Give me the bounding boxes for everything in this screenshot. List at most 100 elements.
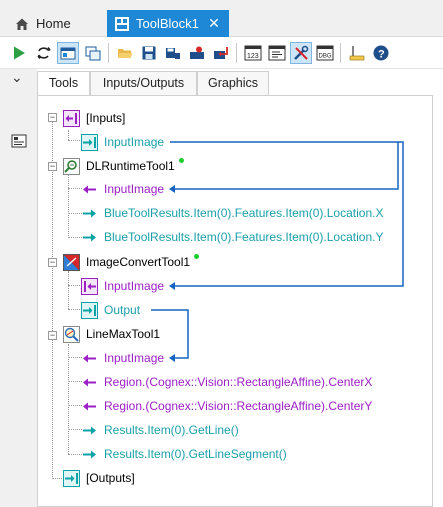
return-icon (214, 47, 228, 59)
toolbar-separator (236, 43, 237, 63)
lm-center-y-row[interactable]: Region.(Cognex::Vision::RectangleAffine)… (81, 397, 372, 415)
dl-inputimage-label: InputImage (104, 182, 165, 196)
results-window-icon (85, 46, 101, 61)
lm-getlinesegment-row[interactable]: Results.Item(0).GetLineSegment() (81, 445, 287, 463)
dl-output-x-row[interactable]: BlueToolResults.Item(0).Features.Item(0)… (81, 204, 383, 222)
inputs-inputimage-row[interactable]: InputImage (81, 133, 164, 151)
tool-properties-button[interactable] (290, 42, 312, 64)
toolbar-separator (108, 43, 109, 63)
measure-button[interactable] (346, 42, 368, 64)
toolbar: 123 DBG ? (0, 37, 443, 69)
imageconvert-tool-label: ImageConvertTool1 (86, 255, 191, 269)
ic-inputimage-row[interactable]: InputImage (81, 277, 164, 295)
ic-inputimage-label: InputImage (104, 279, 165, 293)
folder-open-icon (118, 49, 133, 58)
ic-output-label: Output (104, 303, 141, 317)
inputs-terminal-icon (63, 109, 80, 127)
input-terminal-icon (81, 277, 98, 295)
tool-tree: − − − − [Inputs] InputImage DLRuntimeToo… (37, 95, 433, 507)
tree-guide (68, 237, 82, 238)
script-button[interactable] (266, 42, 288, 64)
ic-output-row[interactable]: Output (81, 301, 140, 319)
dl-inputimage-row[interactable]: InputImage (81, 180, 164, 198)
tree-guide (68, 140, 82, 141)
document-tab-strip: Home ToolBlock1 ✕ (0, 0, 443, 37)
show-results-button[interactable] (82, 42, 104, 64)
terminal-links (151, 141, 404, 362)
lm-getline-row[interactable]: Results.Item(0).GetLine() (81, 421, 239, 439)
tree-guide (68, 213, 82, 214)
tree-guide (68, 309, 82, 310)
script-window-icon (268, 45, 286, 61)
link-arrowhead (169, 282, 175, 290)
tools-icon (294, 45, 309, 60)
tree-guide (68, 405, 82, 406)
inputs-node[interactable]: [Inputs] (63, 109, 125, 127)
dlruntime-tool-node[interactable]: DLRuntimeTool1 (63, 157, 184, 175)
debug-button[interactable]: DBG (314, 42, 336, 64)
lm-inputimage-row[interactable]: InputImage (81, 349, 164, 367)
tree-guide (52, 122, 53, 479)
show-image-button[interactable] (57, 42, 79, 64)
side-panel-button[interactable] (11, 133, 27, 152)
save-settings-button[interactable] (162, 42, 184, 64)
chevron-down-icon[interactable]: ⌄ (11, 69, 23, 85)
run-continuous-button[interactable] (33, 42, 55, 64)
tree-guide (68, 130, 69, 140)
toolbar-separator (340, 43, 341, 63)
reset-button[interactable] (186, 42, 208, 64)
imageconvert-tool-node[interactable]: ImageConvertTool1 (63, 253, 200, 271)
lm-center-y-label: Region.(Cognex::Vision::RectangleAffine)… (104, 399, 373, 413)
tab-home-label: Home (36, 16, 71, 31)
tab-graphics[interactable]: Graphics (197, 71, 269, 95)
input-arrow-icon (81, 398, 98, 415)
status-ok-dot (194, 253, 200, 259)
image-window-icon (60, 47, 76, 60)
link-line (151, 309, 189, 359)
help-button[interactable]: ? (370, 42, 392, 64)
tab-toolblock1[interactable]: ToolBlock1 ✕ (107, 10, 229, 37)
output-arrow-icon (81, 446, 98, 463)
outputs-node[interactable]: [Outputs] (63, 469, 135, 487)
linemax-tool-node[interactable]: LineMaxTool1 (63, 325, 160, 343)
open-button[interactable] (114, 42, 136, 64)
edit-terminals-button[interactable]: 123 (242, 42, 264, 64)
tab-home[interactable]: Home (14, 10, 71, 37)
dl-output-y-row[interactable]: BlueToolResults.Item(0).Features.Item(0)… (81, 228, 383, 246)
side-panel-icon (11, 134, 27, 148)
collapse-toggle[interactable]: − (48, 112, 57, 122)
status-ok-dot (178, 157, 184, 163)
input-arrow-icon (81, 181, 98, 198)
tab-inputs-outputs[interactable]: Inputs/Outputs (90, 71, 197, 95)
lm-getlinesegment-label: Results.Item(0).GetLineSegment() (104, 447, 287, 461)
collapse-toggle[interactable]: − (48, 330, 57, 340)
close-icon[interactable]: ✕ (208, 15, 220, 31)
dlruntime-tool-label: DLRuntimeTool1 (86, 159, 175, 173)
tree-guide (68, 271, 69, 309)
collapse-toggle[interactable]: − (48, 161, 57, 171)
tab-tools[interactable]: Tools (37, 71, 90, 95)
dl-output-y-label: BlueToolResults.Item(0).Features.Item(0)… (104, 230, 384, 244)
svg-text:123: 123 (247, 53, 259, 60)
save-button[interactable] (138, 42, 160, 64)
save-icon (142, 46, 156, 60)
lm-center-x-row[interactable]: Region.(Cognex::Vision::RectangleAffine)… (81, 373, 372, 391)
collapse-toggle[interactable]: − (48, 257, 57, 267)
tree-guide (68, 344, 69, 454)
play-icon (14, 46, 25, 60)
help-icon: ? (373, 45, 389, 61)
tab-toolblock1-label: ToolBlock1 (136, 16, 199, 31)
lm-getline-label: Results.Item(0).GetLine() (104, 423, 239, 437)
tree-guide (68, 429, 82, 430)
toolblock-icon (114, 16, 130, 32)
svg-text:?: ? (378, 49, 385, 61)
linemax-tool-label: LineMaxTool1 (86, 327, 161, 341)
ruler-icon (349, 46, 365, 61)
run-last-button[interactable] (210, 42, 232, 64)
tree-guide (68, 188, 82, 189)
run-button[interactable] (8, 42, 30, 64)
input-arrow-icon (81, 374, 98, 391)
tree-guide (68, 381, 82, 382)
image-convert-icon (63, 253, 80, 271)
inputs-label: [Inputs] (86, 111, 126, 125)
